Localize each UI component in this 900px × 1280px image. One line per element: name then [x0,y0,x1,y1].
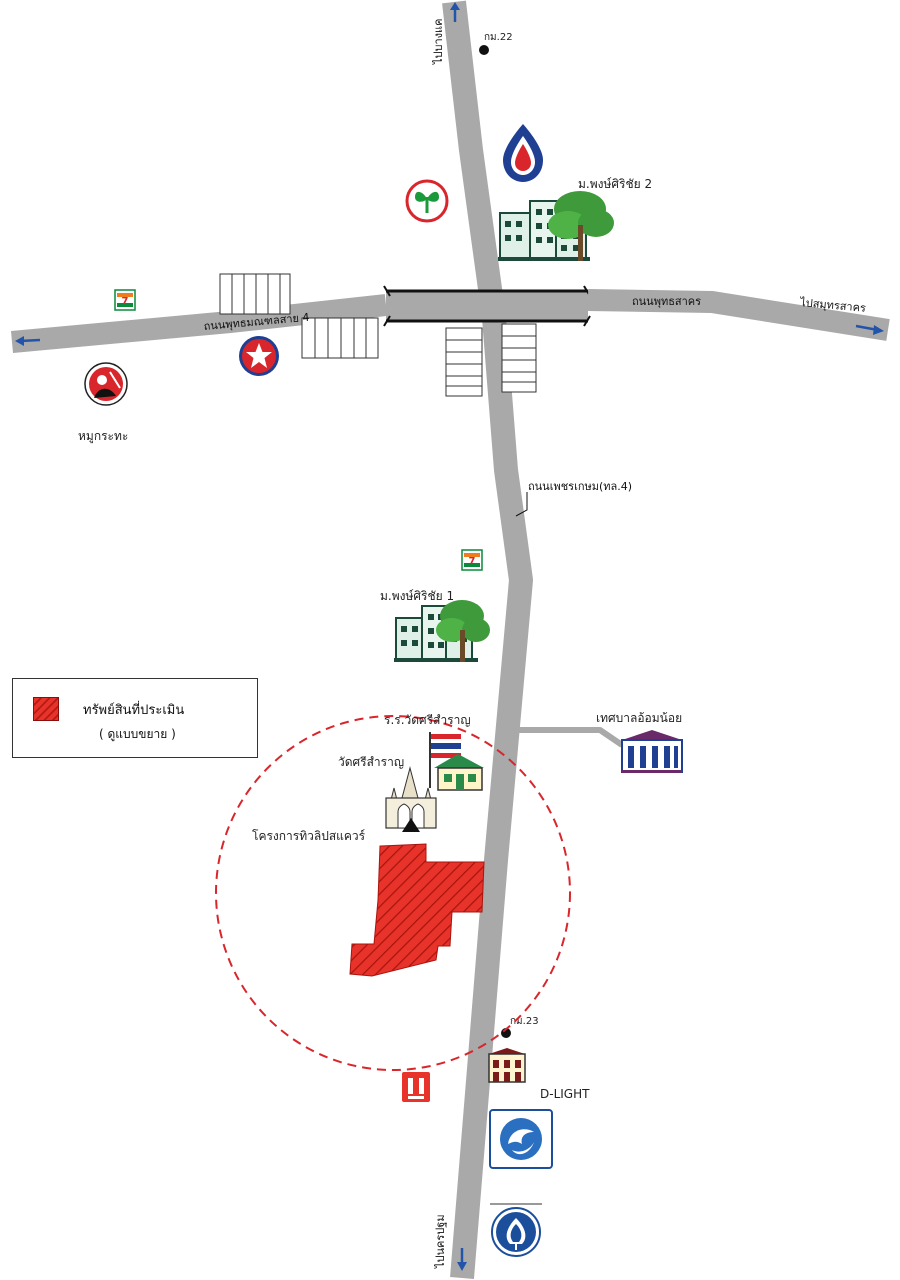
left-road [10,294,388,353]
bridge-deck [386,291,588,321]
direction-label-south: ไปนครปฐม [434,1214,447,1269]
arrow-west-icon [15,336,41,346]
seven-eleven-icon: 7 [461,549,483,571]
tree-icon [436,600,490,662]
crosswalk-s-left [445,327,483,397]
school-label: ร.ร.วัดศรีสำราญ [384,713,471,727]
road-network [10,0,890,1279]
radius-circle [215,715,571,1071]
school-flag-icon [429,732,484,791]
km23-marker: กม.23 [501,1016,539,1038]
village-building-icon [394,605,478,662]
shophouse-icon [488,1048,526,1083]
krungthai-bank-icon [489,1109,553,1169]
makro-icon [402,1072,430,1102]
project-label: โครงการทิวลิปสแควร์ [252,829,366,843]
ptt-station-icon [503,124,543,182]
km23-label: กม.23 [510,1016,539,1027]
direction-label-east: ไปสมุทรสาคร [799,296,867,315]
map-legend: ทรัพย์สินที่ประเมิน ( ดูแบบขยาย ) [12,678,258,758]
main-road-label-leader [515,492,528,517]
municipality-label: เทศบาลอ้อมน้อย [596,711,682,725]
restaurant-icon [84,362,128,406]
direction-label-north: ไปบางแค [432,19,445,66]
main-road-north [442,0,506,320]
right-road [587,289,890,341]
village1-label: ม.พงษ์ศิริชัย 1 [380,589,454,603]
village1-icon [394,600,490,662]
crosswalk-nw [219,273,291,315]
tree-icon [548,191,614,261]
mookrata-label: หมูกระทะ [78,429,128,444]
assessed-asset-parcel [349,843,485,977]
seven-eleven-icon: 7 [114,289,136,311]
svg-text:7: 7 [469,556,476,567]
direction-arrows [15,2,884,1271]
right-road-label: ถนนพุทธสาคร [632,295,701,308]
temple-icon [385,766,437,832]
main-road-south [450,317,533,1279]
svg-text:7: 7 [122,296,129,307]
arrow-north-icon [450,2,460,22]
arrow-south-icon [457,1248,467,1271]
kasikorn-bank-icon [405,179,449,223]
scb-bank-icon [490,1203,542,1257]
asset-legend-swatch [33,697,59,721]
km-marker-icon [479,45,489,55]
municipality-building-icon [621,730,683,773]
caltex-station-icon [239,336,279,376]
village2-icon [498,191,614,261]
km22-marker: กม.22 [479,32,513,55]
km22-label: กม.22 [484,32,513,43]
asset-legend-label: ทรัพย์สินที่ประเมิน [83,703,185,718]
village2-label: ม.พงษ์ศิริชัย 2 [578,177,652,191]
main-road-label: ถนนเพชรเกษม(ทล.4) [528,480,632,493]
crosswalk-s-right [501,323,537,393]
branch-road [510,727,624,748]
arrow-east-icon [855,324,884,335]
crosswalks [219,273,537,397]
temple-label: วัดศรีสำราญ [338,755,404,769]
asset-legend-note: ( ดูแบบขยาย ) [99,727,176,741]
crosswalk-sw [301,317,379,359]
dlight-label: D-LIGHT [540,1087,590,1101]
